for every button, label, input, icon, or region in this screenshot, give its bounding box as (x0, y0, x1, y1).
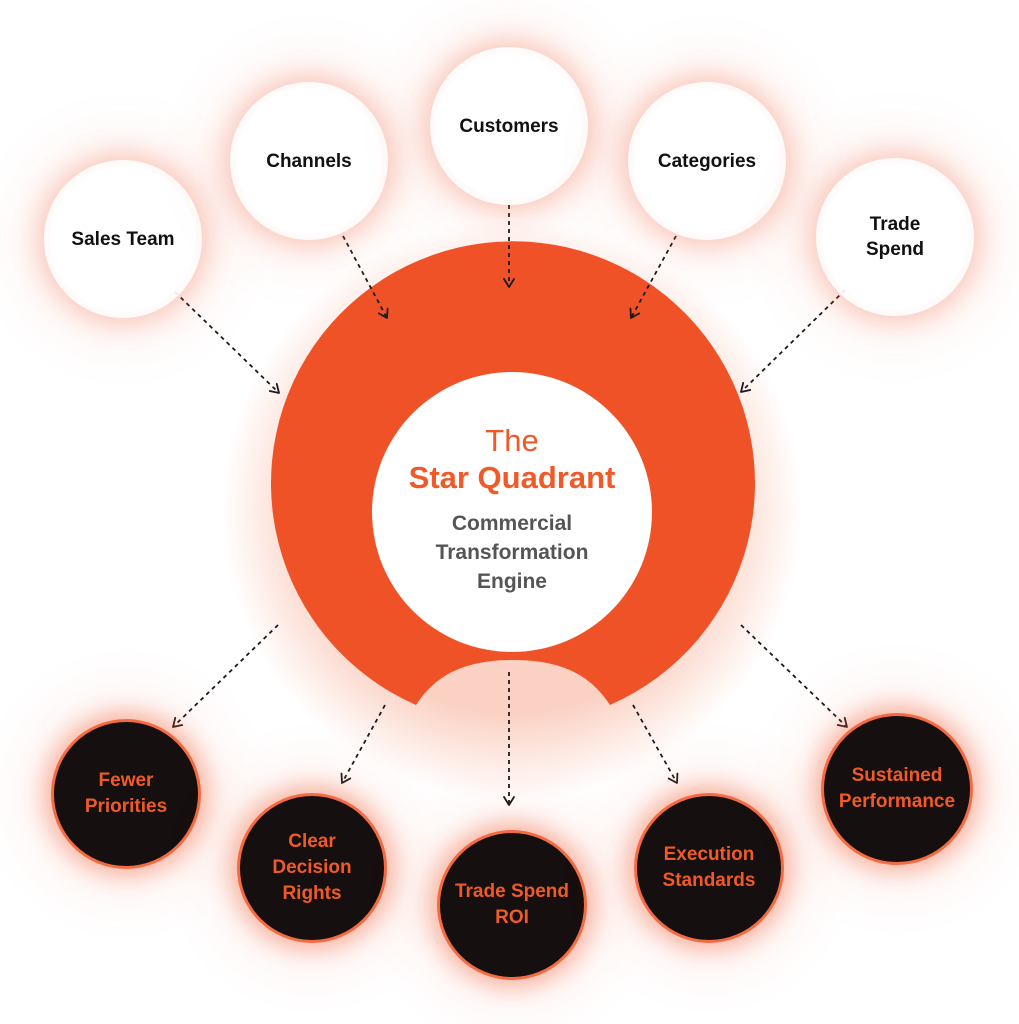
output-bubble-trade-spend-roi: Trade Spend ROI (440, 833, 584, 977)
input-label: Customers (459, 115, 559, 137)
connector-arrow (740, 289, 846, 393)
input-label: Sales Team (71, 228, 175, 250)
input-bubble-sales-team: Sales Team (50, 166, 196, 312)
input-bubble-customers: Customers (436, 53, 582, 199)
output-label: Execution Standards (662, 844, 756, 891)
center-subtitle: Commercial Transformation Engine (435, 511, 589, 593)
center-title: Star Quadrant (408, 459, 616, 495)
output-label: Trade Spend ROI (454, 881, 570, 928)
output-bubble-execution-standards: Execution Standards (637, 796, 781, 940)
output-label: Fewer Priorities (84, 770, 168, 817)
input-label: Trade Spend (865, 214, 925, 260)
input-bubble-categories: Categories (634, 88, 780, 234)
output-bubble-fewer-priorities: Fewer Priorities (54, 722, 198, 866)
connector-arrow (174, 291, 280, 394)
input-label: Categories (657, 150, 757, 172)
output-bubble-sustained-performance: Sustained Performance (824, 716, 970, 862)
output-label: Sustained Performance (838, 765, 956, 812)
input-bubble-channels: Channels (236, 88, 382, 234)
engine-center: The Star Quadrant Commercial Transformat… (372, 372, 652, 652)
connector-arrow (172, 624, 279, 728)
output-bubble-clear-decision-rights: Clear Decision Rights (240, 796, 384, 940)
connector-arrow (340, 704, 386, 784)
input-label: Channels (266, 150, 352, 172)
output-label: Clear Decision Rights (272, 831, 352, 904)
connector-arrow (632, 704, 679, 784)
connector-arrow (740, 624, 848, 728)
input-bubble-trade-spend: Trade Spend (822, 164, 968, 310)
center-line-1: The (485, 422, 539, 458)
connector-group (172, 205, 848, 806)
